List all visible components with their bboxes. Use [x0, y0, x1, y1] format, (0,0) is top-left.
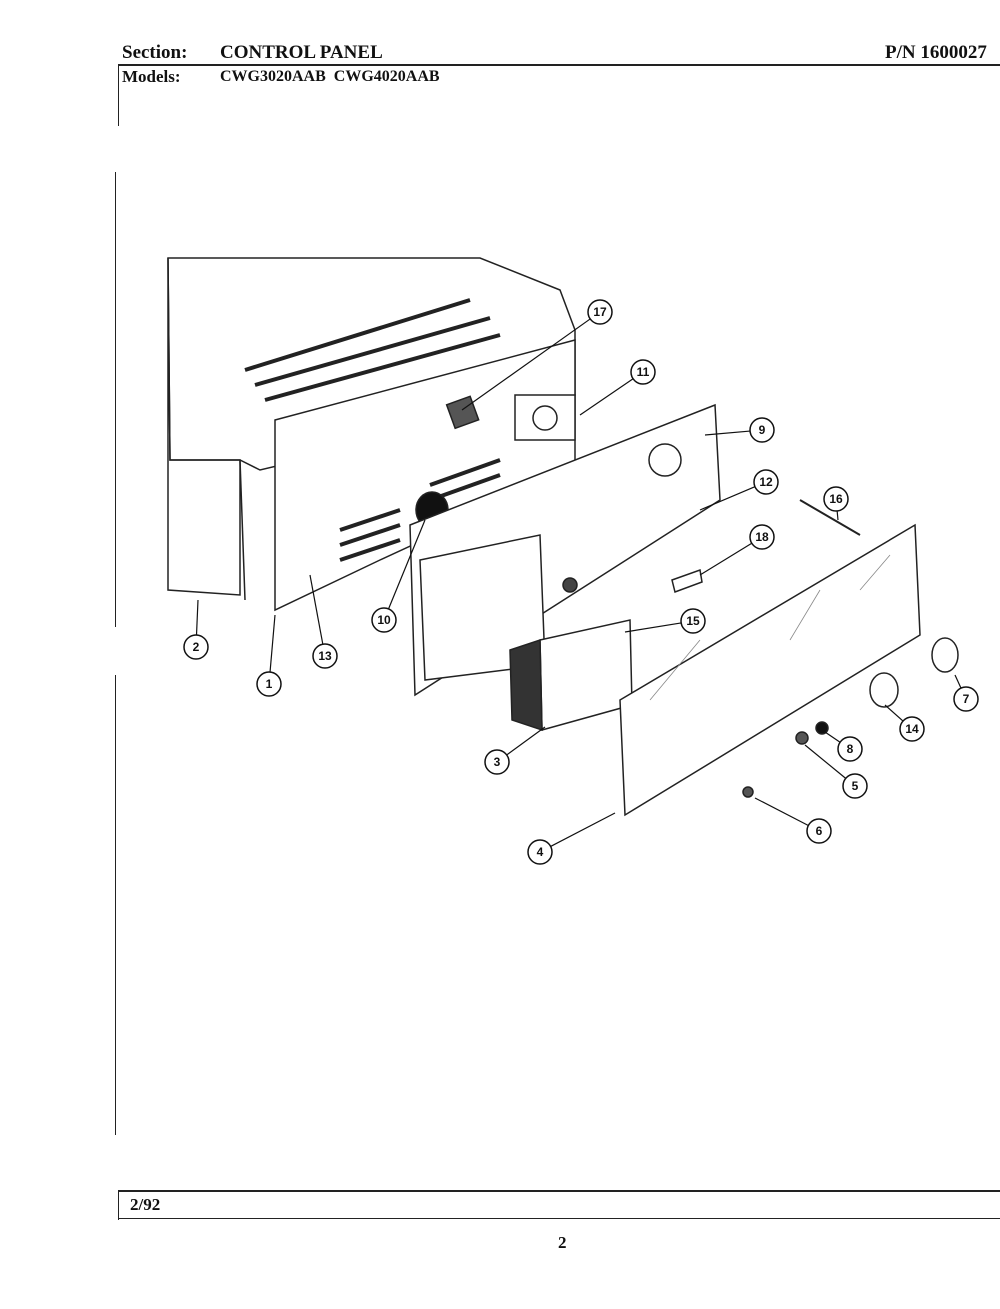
callout-1: 1 — [256, 614, 282, 697]
revision-date: 2/92 — [130, 1195, 161, 1214]
page-number: 2 — [558, 1233, 567, 1252]
leader-line — [461, 318, 591, 411]
callout-number: 8 — [847, 742, 854, 756]
callout-16: 16 — [823, 486, 849, 521]
callout-7: 7 — [953, 674, 979, 712]
margin-rule — [118, 66, 119, 126]
footer-rule-bottom — [118, 1218, 1000, 1219]
callout-number: 16 — [829, 492, 843, 506]
callout-number: 14 — [905, 722, 919, 736]
callout-3: 3 — [484, 726, 546, 775]
leader-line — [309, 574, 324, 645]
leader-line — [699, 486, 756, 511]
callout-circle — [680, 608, 706, 634]
callout-circle — [587, 299, 613, 325]
bracket-part-18 — [671, 568, 703, 593]
leader-line — [824, 731, 841, 743]
callout-circle — [630, 359, 656, 385]
callout-18: 18 — [699, 524, 775, 576]
callout-10: 10 — [371, 519, 426, 633]
margin-rule — [115, 172, 116, 627]
callout-number: 5 — [852, 779, 859, 793]
callout-13: 13 — [309, 574, 338, 669]
leader-line — [836, 510, 839, 521]
glass-shading — [649, 554, 891, 701]
callout-number: 6 — [816, 824, 823, 838]
sensor-part-16 — [799, 499, 861, 536]
callout-circle — [371, 607, 397, 633]
callout-8: 8 — [824, 731, 863, 762]
section-title: CONTROL PANEL — [220, 42, 383, 63]
leader-line — [550, 812, 616, 847]
callout-11: 11 — [579, 359, 656, 416]
callout-circle — [842, 773, 868, 799]
leader-line — [506, 726, 546, 756]
callout-circle — [953, 686, 979, 712]
leader-line — [579, 378, 634, 416]
callout-circle — [484, 749, 510, 775]
callout-9: 9 — [704, 417, 775, 443]
callout-circle — [749, 417, 775, 443]
callout-5: 5 — [804, 744, 868, 799]
callout-number: 18 — [755, 530, 769, 544]
callout-number: 9 — [759, 423, 766, 437]
callout-number: 12 — [759, 475, 773, 489]
callout-circle — [183, 634, 209, 660]
leader-line — [704, 430, 751, 436]
callout-circle — [256, 671, 282, 697]
part-number: P/N 1600027 — [885, 42, 987, 63]
callout-number: 3 — [494, 755, 501, 769]
switch-part-11 — [514, 394, 576, 441]
clock-board-part-3 — [509, 619, 633, 732]
button-part-8 — [815, 721, 829, 735]
callout-number: 11 — [637, 365, 650, 379]
callout-number: 7 — [963, 692, 970, 706]
callout-4: 4 — [527, 812, 616, 865]
margin-rule — [115, 675, 116, 1135]
footer-rule-left — [118, 1190, 119, 1220]
models-list: CWG3020AAB CWG4020AAB — [220, 68, 440, 85]
section-label: Section: — [122, 42, 188, 63]
knob-part-7 — [931, 637, 959, 673]
leader-line — [954, 674, 962, 689]
footer-rule-top — [118, 1190, 1000, 1192]
callout-circle — [806, 818, 832, 844]
header-rule — [118, 64, 1000, 66]
callout-number: 13 — [318, 649, 332, 663]
callout-circle — [753, 469, 779, 495]
leader-line — [195, 599, 199, 636]
callout-circle — [749, 524, 775, 550]
leader-line — [387, 519, 426, 610]
callout-circle — [312, 643, 338, 669]
callout-2: 2 — [183, 599, 209, 660]
leader-line — [754, 797, 809, 827]
models-label: Models: — [122, 67, 181, 86]
callout-number: 1 — [266, 677, 273, 691]
callout-17: 17 — [461, 299, 613, 411]
leader-line — [804, 744, 847, 779]
callout-number: 10 — [377, 613, 391, 627]
callout-12: 12 — [699, 469, 779, 511]
callout-6: 6 — [754, 797, 832, 844]
glass-panel-part-4 — [619, 523, 921, 817]
callout-number: 15 — [686, 614, 700, 628]
callout-circle — [527, 839, 553, 865]
leader-line — [624, 622, 682, 633]
leader-line — [699, 542, 753, 576]
callout-circle — [899, 716, 925, 742]
button-part-6 — [742, 786, 754, 798]
leader-line — [884, 704, 904, 722]
callout-number: 2 — [193, 640, 200, 654]
leader-line — [269, 614, 276, 673]
button-part-5 — [795, 731, 809, 745]
callout-number: 17 — [593, 305, 607, 319]
callout-circle — [823, 486, 849, 512]
knob-part-14 — [869, 672, 899, 708]
callout-circle — [837, 736, 863, 762]
callout-number: 4 — [537, 845, 544, 859]
callout-14: 14 — [884, 704, 925, 742]
callout-15: 15 — [624, 608, 706, 634]
